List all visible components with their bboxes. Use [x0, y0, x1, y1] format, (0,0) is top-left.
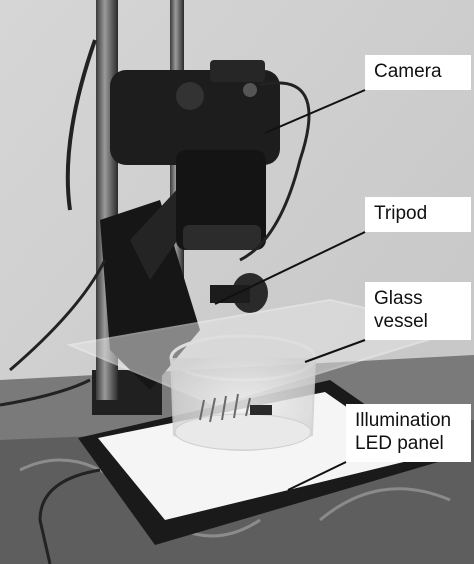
glass-vessel-label: Glass vessel [365, 282, 471, 340]
tripod-label: Tripod [365, 197, 471, 232]
camera-label: Camera [365, 55, 471, 90]
led-panel-label: Illumination LED panel [346, 404, 471, 462]
